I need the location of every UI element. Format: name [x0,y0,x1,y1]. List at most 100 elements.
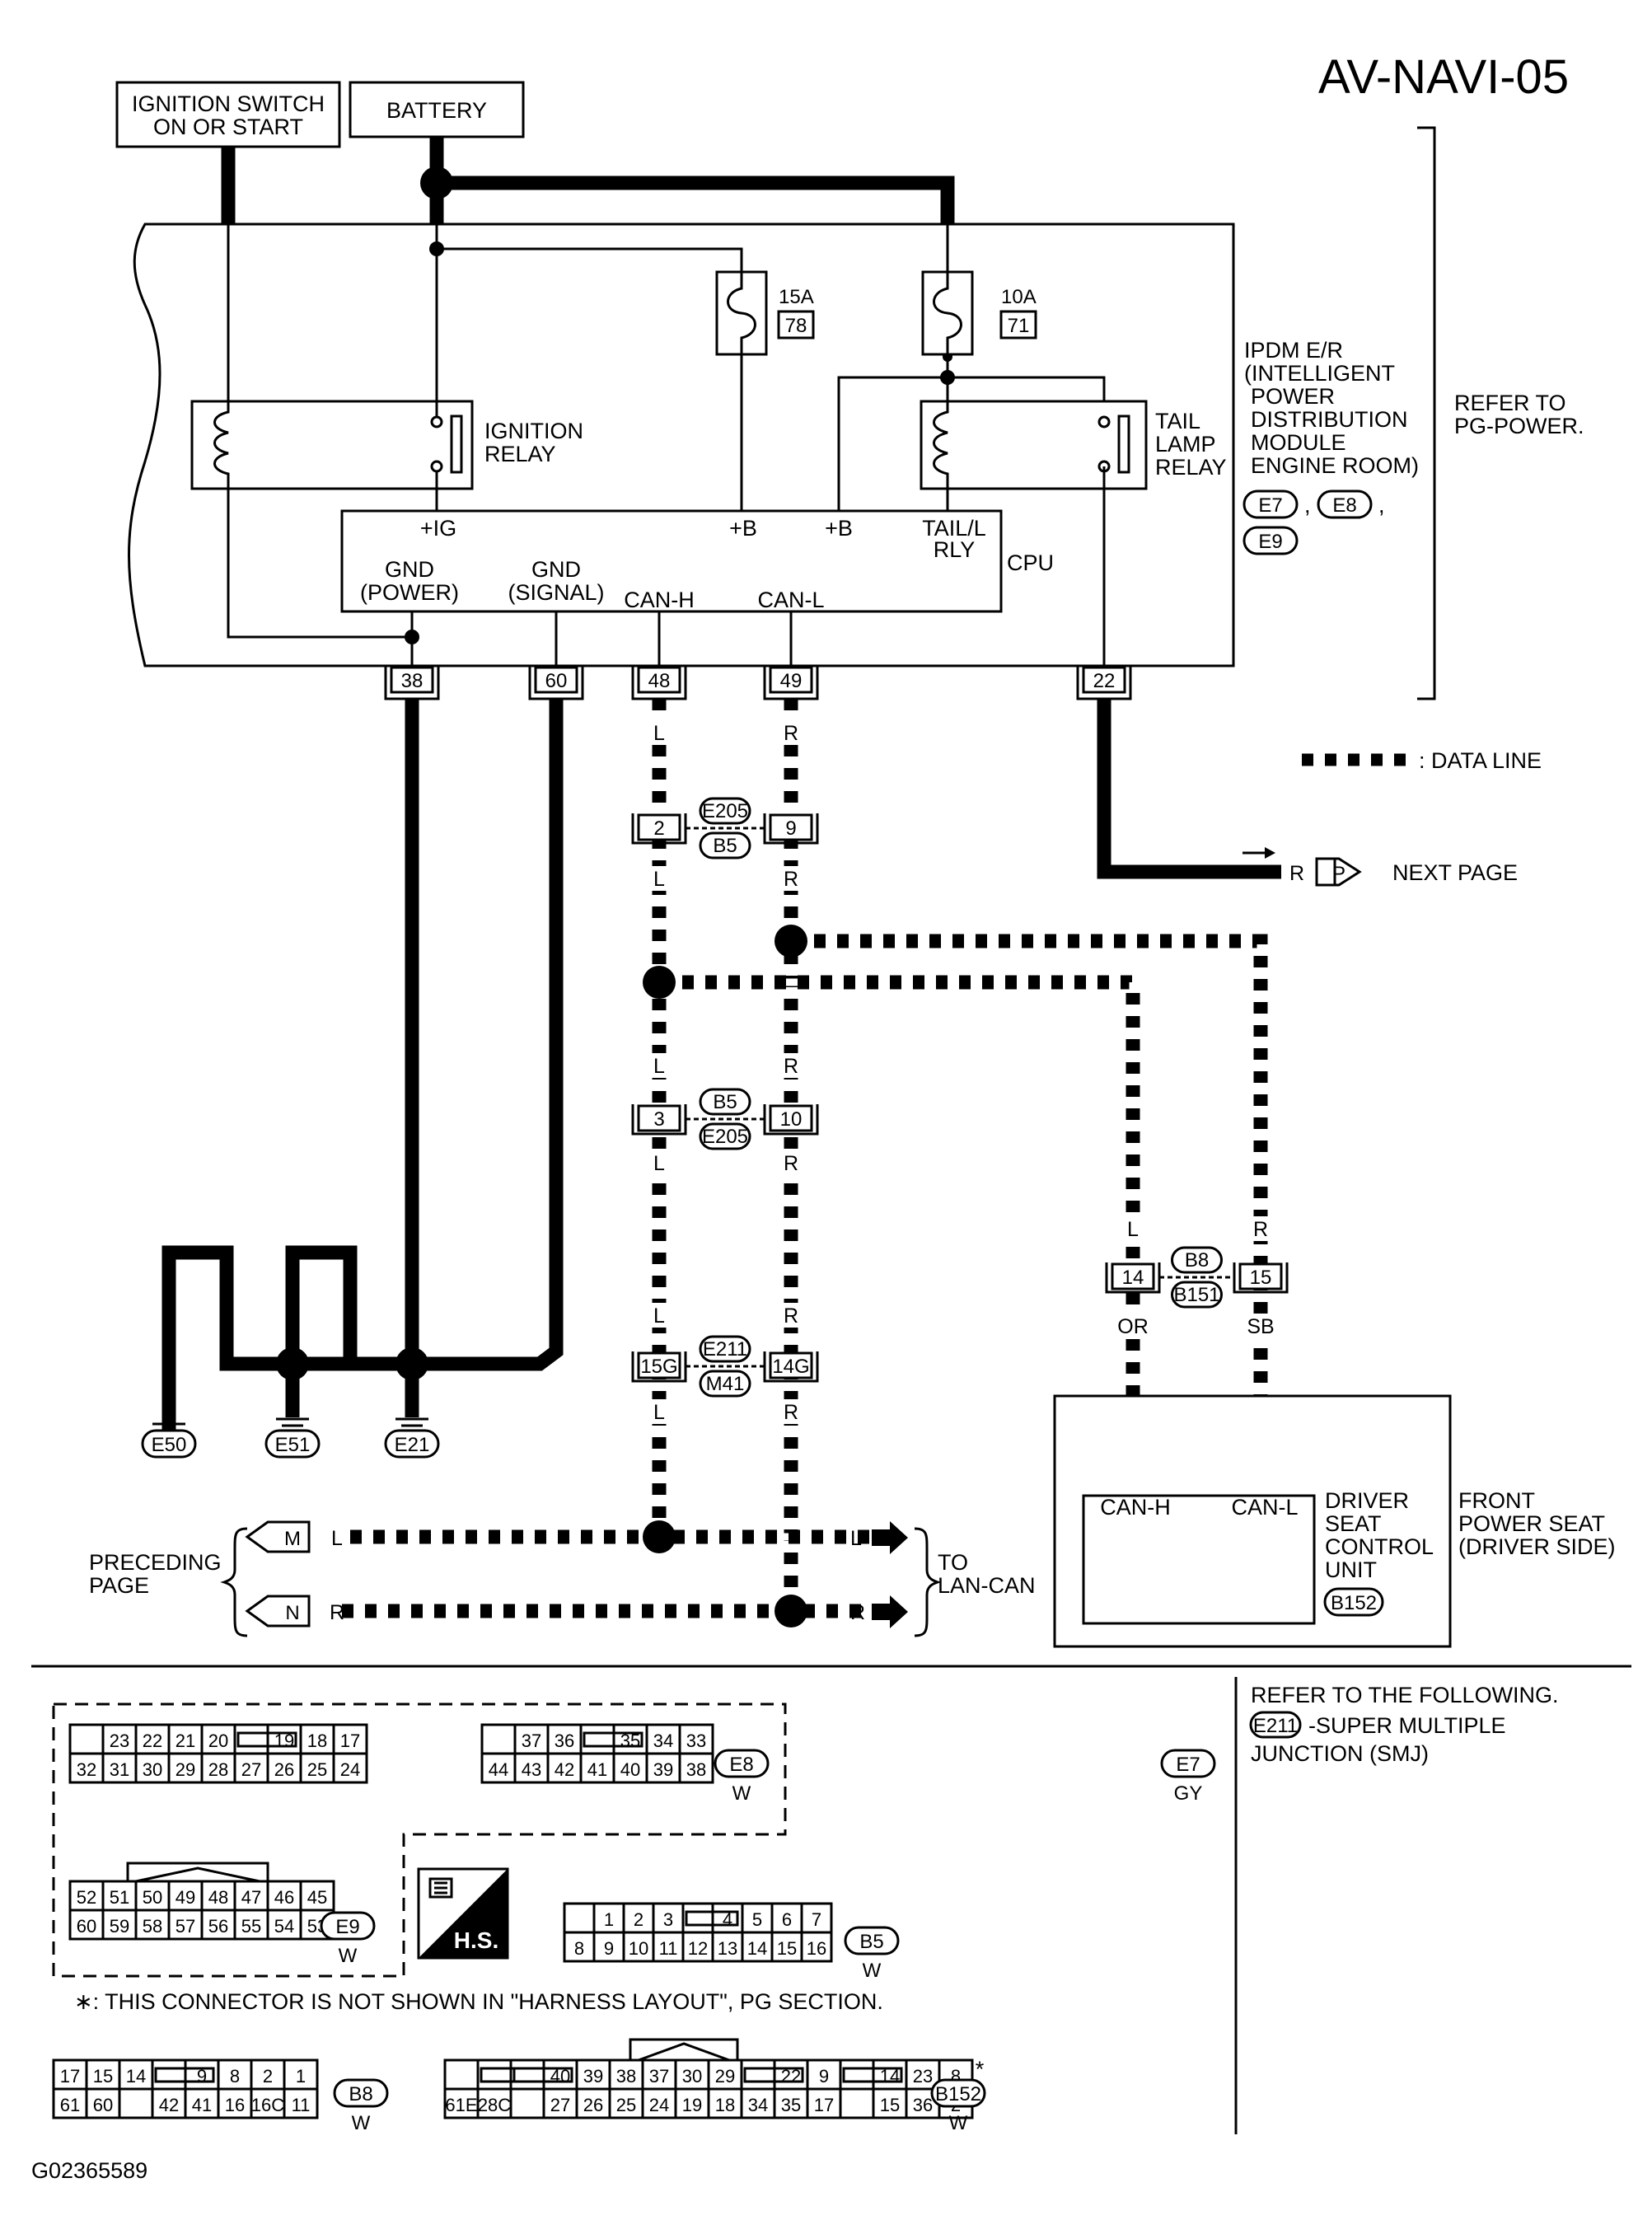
pin: 55 [241,1916,261,1937]
next-page-connector: P [1315,857,1362,887]
pin: 46 [274,1887,294,1908]
gnd-power-splice [405,630,419,644]
pin: 23 [913,2066,933,2087]
pin: 9 [604,1938,614,1959]
lan-l-color: L [850,1527,862,1550]
can-h-to-seat-dash [659,978,1137,1496]
terminal-38: 38 [384,666,440,700]
ignition-relay-label-1: IGNITION [484,419,583,443]
internal-splice-1 [429,241,444,256]
terminal-48: 48 [631,666,687,700]
pin: 56 [208,1916,228,1937]
connector-code: B8 [349,2083,372,2105]
junction-pin: 2 [653,817,664,840]
front-power-seat-box: CAN-H CAN-L DRIVER SEAT CONTROL UNIT B15… [1053,1394,1616,1648]
pin: 14 [880,2066,900,2087]
ipdm-conn-e9: E9 [1258,531,1282,553]
connector-code: E9 [335,1916,359,1938]
dscu-line-1: DRIVER [1325,1488,1409,1513]
pin: 2 [634,1909,643,1930]
cpu-can-l: CAN-L [757,588,824,612]
junction-pin: 14G [772,1356,809,1378]
cpu-pin-b2: +B [825,516,853,541]
pin: 17 [60,2066,80,2087]
data-line-legend: : DATA LINE [1302,748,1542,773]
next-page-label: NEXT PAGE [1392,860,1518,885]
ground-e51: E51 [264,1417,321,1459]
connector-color: W [949,2112,968,2134]
preceding-code-n: N [285,1602,299,1624]
pin: 45 [307,1887,327,1908]
pin: 6 [782,1909,792,1930]
junction-bottom-code: M41 [706,1373,745,1395]
pin: 41 [587,1759,607,1780]
cpu-can-h: CAN-H [624,588,695,612]
ipdm-label: IPDM E/R (INTELLIGENT POWER DISTRIBUTION… [1243,338,1419,555]
pin: 37 [522,1731,541,1751]
fuse-15a-number: 78 [785,315,807,337]
ground-e21: E21 [384,1417,440,1459]
ground-e21-label: E21 [395,1434,430,1456]
ignition-relay-label-2: RELAY [484,442,556,466]
terminal-22: 22 [1076,666,1132,700]
pin: 15 [93,2066,113,2087]
pin: 15 [880,2095,900,2115]
pin: 9 [819,2066,829,2087]
pin: 17 [340,1731,360,1751]
junction-top-code: E205 [702,800,748,822]
pin: 52 [77,1887,96,1908]
junction-bottom-code: B151 [1173,1284,1219,1306]
pin: 22 [143,1731,162,1751]
ground-jumper-wire [285,1245,358,1364]
seat-system-3: (DRIVER SIDE) [1458,1534,1616,1559]
junction-pin: 9 [785,817,796,840]
wire-38-color: B [405,722,419,745]
cpu-pin-b1: +B [729,516,757,541]
gw-color-2: B [220,1292,234,1315]
seat-system-2: POWER SEAT [1458,1511,1605,1536]
dscu-connector: B152 [1331,1592,1377,1614]
pin: 27 [241,1759,261,1780]
junction-pin: 15G [640,1356,677,1378]
pin: 33 [686,1731,706,1751]
pin: 38 [616,2066,636,2087]
pin: 28C [478,2095,511,2115]
wire-60-b [412,699,564,1371]
pin: 44 [489,1759,508,1780]
pin: 31 [110,1759,129,1780]
wire-color-label: OR [1117,1315,1149,1338]
connector-color: W [352,2112,371,2134]
hs-text: H.S. [454,1927,498,1953]
wire-color-label: R [784,1304,798,1328]
gw-color-4: B [344,1292,358,1315]
wire-color-label: R [784,722,798,745]
pin: 14 [126,2066,146,2087]
pin: 23 [110,1731,129,1751]
preceding-n-color: R [330,1601,344,1624]
ipdm-line-2: (INTELLIGENT [1244,361,1395,386]
ipdm-line-3: POWER [1251,384,1335,409]
ign-internal-wire [227,224,412,639]
pin: 13 [718,1938,737,1959]
pin: 20 [208,1731,228,1751]
svg-text:,: , [1304,493,1311,518]
fuse-15a: 15A 78 [715,270,815,356]
wire-color-label: L [653,722,665,745]
pin: 8 [230,2066,240,2087]
pin: 29 [715,2066,735,2087]
dscu-pin-can-h: CAN-H [1100,1495,1171,1520]
terminal-label: 60 [545,670,568,692]
pin: 39 [583,2066,603,2087]
cpu-gnd-signal-2: (SIGNAL) [508,580,604,605]
pin: 50 [143,1887,162,1908]
pin: 35 [620,1731,640,1751]
wire-60-color: B [550,722,564,745]
10a-to-tail-switch [948,376,1106,404]
